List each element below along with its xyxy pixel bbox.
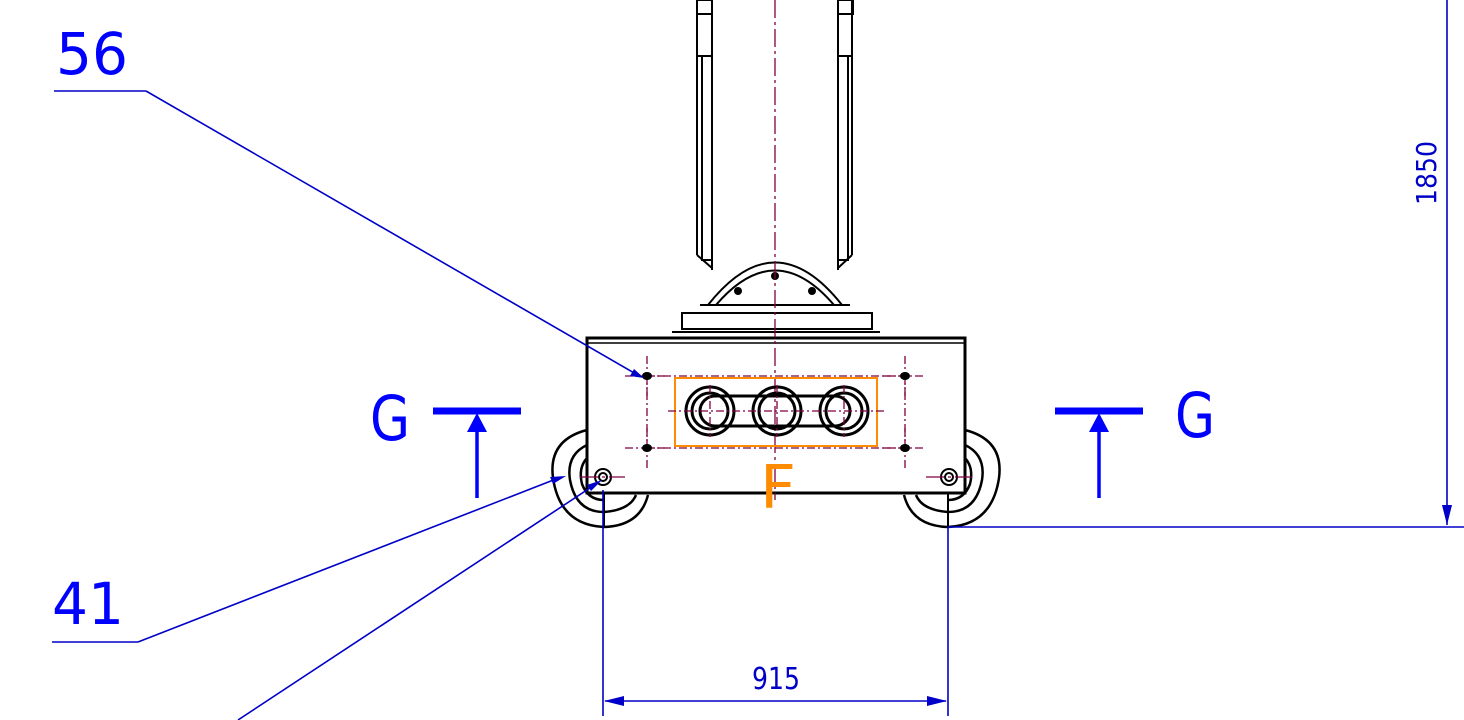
connector-centerlines: [668, 385, 884, 437]
mounting-bolts: [642, 372, 910, 452]
section-marker-left: [433, 407, 521, 498]
mast: [696, 0, 854, 270]
base-frame: [585, 336, 967, 495]
callout-56: 56: [56, 20, 128, 88]
mounting-holes: [625, 356, 926, 468]
height-dimension-arrow: [1442, 505, 1452, 525]
leader-lines: [52, 90, 637, 720]
detail-f-frame: [674, 377, 878, 447]
detail-label-f: F: [760, 453, 796, 523]
leader-arrowheads: [550, 369, 644, 491]
right-wheel: [902, 428, 1001, 529]
height-dimension: [948, 0, 1464, 528]
centerlines: [580, 0, 972, 500]
callout-41: 41: [52, 570, 124, 638]
left-wheel: [551, 428, 650, 529]
dimension-label-1850: 1850: [1410, 141, 1443, 205]
dimension-label-915: 915: [752, 662, 800, 697]
section-label-left: G: [370, 382, 410, 455]
width-dimension-arrow-right: [927, 696, 947, 706]
section-marker-right: [1055, 407, 1143, 498]
width-dimension: [602, 490, 949, 716]
section-label-right: G: [1175, 379, 1215, 452]
width-dimension-arrow-left: [604, 696, 624, 706]
rotary-hub: [672, 261, 880, 333]
